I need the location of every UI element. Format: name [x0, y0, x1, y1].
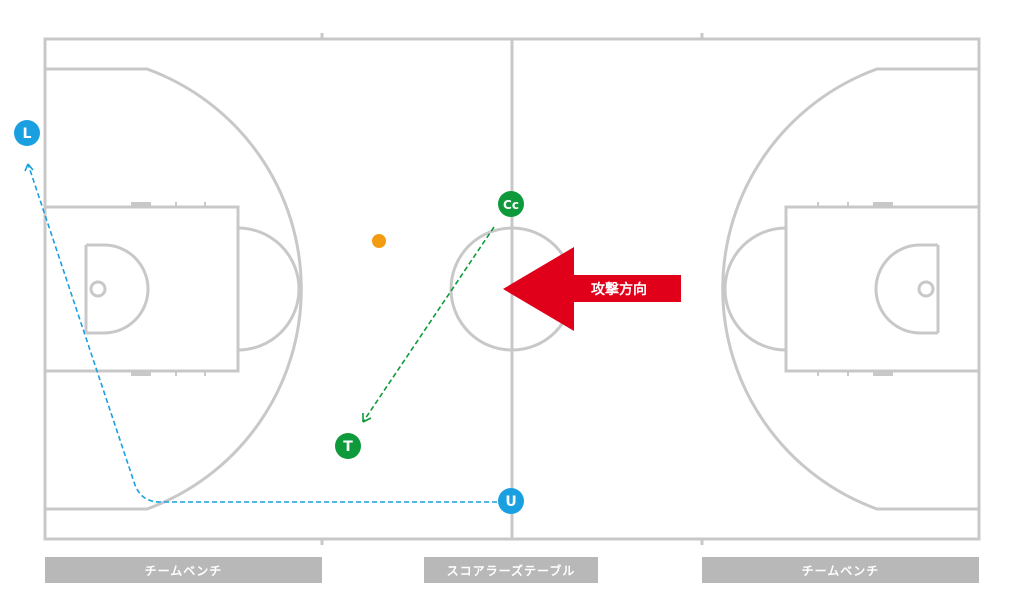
team-bench-right: チームベンチ	[702, 557, 979, 583]
player-t: T	[335, 433, 361, 459]
free-throw-circle-left	[237, 226, 301, 352]
restricted-area-left	[86, 243, 150, 335]
attack-direction-arrow	[503, 247, 681, 331]
team-bench-right-label: チームベンチ	[801, 563, 880, 578]
paint-left	[43, 205, 240, 373]
movement-path-u-to-l	[27, 163, 497, 503]
player-u-label: U	[505, 494, 516, 510]
pass-path-cc-to-t	[362, 226, 495, 423]
restricted-area-right	[874, 243, 938, 335]
player-u: U	[498, 488, 524, 514]
player-cc: Cc	[498, 191, 524, 217]
player-t-label: T	[343, 439, 353, 455]
arrowhead-t	[362, 413, 372, 423]
ball	[372, 234, 386, 248]
paint-right	[784, 205, 981, 373]
three-point-line-right	[721, 67, 979, 511]
player-l-label: L	[23, 126, 32, 142]
player-cc-label: Cc	[503, 198, 519, 212]
lane-hash-marks	[131, 202, 893, 376]
three-point-line-left	[45, 67, 303, 511]
team-bench-left-label: チームベンチ	[144, 563, 223, 578]
scorers-table: スコアラーズテーブル	[424, 557, 598, 583]
attack-direction-label: 攻撃方向	[591, 281, 647, 298]
player-l: L	[14, 120, 40, 146]
arrowhead-l	[24, 163, 34, 172]
free-throw-circle-right	[723, 226, 787, 352]
team-bench-left: チームベンチ	[45, 557, 322, 583]
lane-space-ticks	[175, 202, 849, 376]
hoop-right	[917, 280, 935, 298]
scorers-table-label: スコアラーズテーブル	[446, 563, 576, 578]
hoop-left	[89, 280, 107, 298]
